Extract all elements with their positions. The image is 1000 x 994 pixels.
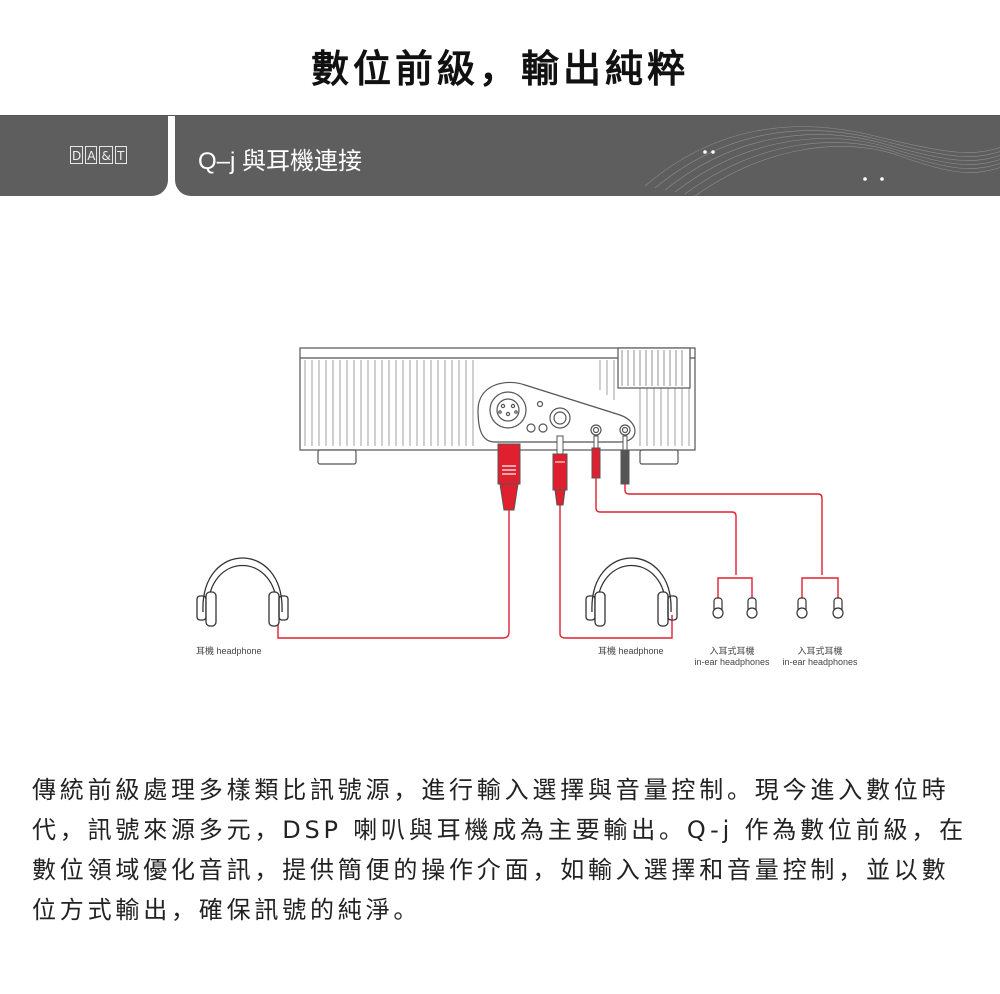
header-title-panel (175, 116, 1000, 196)
preamp-device (299, 347, 696, 465)
inear-label-1-en: in-ear headphones (694, 657, 770, 667)
logo-letter: T (114, 146, 127, 164)
inear-label-2-zh: 入耳式耳機 (797, 646, 843, 656)
cables (277, 478, 839, 639)
inear-label-2-en: in-ear headphones (782, 657, 858, 667)
dot-3 (863, 177, 867, 181)
inear-label-1: 入耳式耳機 in-ear headphones (682, 646, 782, 668)
dot-1 (703, 150, 707, 154)
xlr-plug (497, 443, 521, 511)
description-paragraph: 傳統前級處理多樣類比訊號源，進行輸入選擇與音量控制。現今進入數位時代，訊號來源多… (32, 776, 967, 924)
headphone-icon (585, 557, 678, 627)
headphone-icon (196, 557, 289, 627)
logo-letter: & (99, 146, 113, 164)
section-title: Q–j 與耳機連接 (198, 148, 363, 175)
dot-4 (880, 177, 884, 181)
logo-letter: D (70, 146, 84, 164)
decorative-wave-lines (644, 126, 1000, 196)
header-divider (0, 115, 1000, 116)
earbud-icon (712, 597, 758, 619)
earbud-icon (796, 597, 844, 619)
headphone-label-left: 耳機 headphone (196, 646, 262, 656)
header-logo-panel (0, 116, 168, 196)
headphone-label-right: 耳機 headphone (598, 646, 664, 656)
inear-label-1-zh: 入耳式耳機 (709, 646, 755, 656)
dot-2 (711, 150, 715, 154)
page-title: 數位前級，輸出純粹 (310, 47, 689, 91)
brand-logo: D A & T (70, 146, 127, 164)
quarter-inch-plug (552, 435, 568, 506)
inear-label-2: 入耳式耳機 in-ear headphones (778, 646, 862, 668)
logo-letter: A (85, 146, 98, 164)
